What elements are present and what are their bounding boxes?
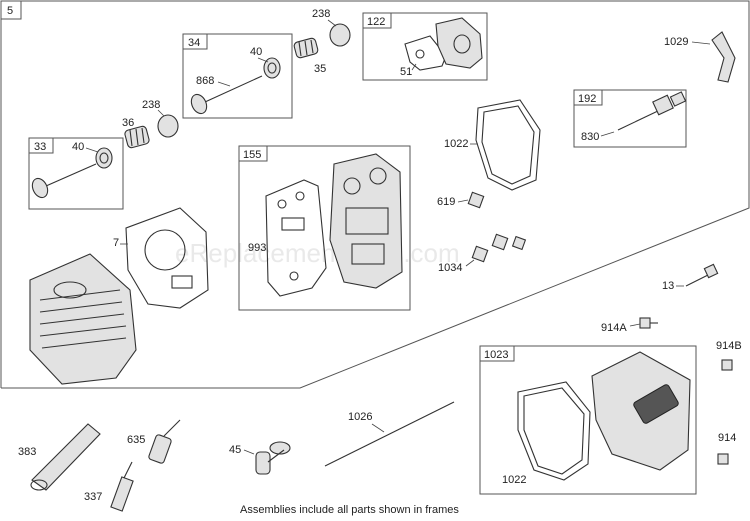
sheet-number: 5 [7,5,13,17]
sheet-border [0,0,750,389]
bolt-619-icon [467,191,485,209]
intake-gasket-icon [265,179,327,297]
ohv-rocker-cover-icon [591,351,691,471]
exhaust-spring-icon [124,125,150,149]
exhaust-spring-cap-icon [157,114,179,138]
label-993: 993 [248,242,266,254]
label-238a: 238 [312,8,330,20]
rocker-cover-gasket-icon [475,99,541,191]
label-1034: 1034 [438,262,462,274]
frame-33 [28,137,124,210]
frame-1023-label: 1023 [484,349,508,361]
fitting-icon [617,91,687,131]
diagram-caption: Assemblies include all parts shown in fr… [240,504,459,516]
breather-housing-icon [435,17,483,69]
screw-914b-icon [721,359,733,371]
spring-cap-icon [329,23,351,47]
exhaust-retainer-icon [95,147,113,169]
valve-retainer-icon [263,57,281,79]
frame-34-label: 34 [188,37,200,49]
label-1026: 1026 [348,411,372,423]
label-238b: 238 [142,99,160,111]
label-914a: 914A [601,322,627,334]
label-51: 51 [400,66,412,78]
label-45: 45 [229,444,241,456]
breather-gasket-icon [404,35,447,71]
frame-155-label: 155 [243,149,261,161]
label-383: 383 [18,446,36,458]
label-914: 914 [718,432,736,444]
label-40b: 40 [72,141,84,153]
bolt-13-icon [685,263,719,287]
frame-192-label: 192 [578,93,596,105]
exhaust-valve-icon [31,163,97,199]
rocker-arm-icon [711,31,736,83]
label-35: 35 [314,63,326,75]
spark-plug-icon [110,461,134,512]
screw-914-icon [717,453,729,465]
frame-122 [362,12,488,81]
nut-1034-icon [471,233,527,263]
label-868: 868 [196,75,214,87]
plug-cap-icon [148,419,181,464]
frame-192 [573,89,687,148]
cover-gasket-icon [517,381,591,481]
label-40a: 40 [250,46,262,58]
label-36: 36 [122,117,134,129]
screw-914a-icon [639,317,658,329]
spark-plug-boot-icon [30,423,101,491]
cylinder-head-icon [29,253,137,385]
head-gasket-icon [125,207,209,309]
label-635: 635 [127,434,145,446]
frame-33-label: 33 [34,141,46,153]
tappet-icon [255,441,291,475]
frame-155 [238,145,411,311]
push-rod-icon [324,401,455,467]
intake-valve-icon [190,75,263,115]
label-619: 619 [437,196,455,208]
head-plate-gasket-icon [329,153,403,289]
watermark: eReplacementParts.com [175,238,460,268]
frame-34 [182,33,293,119]
valve-spring-icon [293,37,319,59]
label-1029: 1029 [664,36,688,48]
label-7: 7 [113,237,119,249]
label-1022b: 1022 [502,474,526,486]
frame-1023 [479,345,697,495]
label-830: 830 [581,131,599,143]
label-337: 337 [84,491,102,503]
frame-122-label: 122 [367,16,385,28]
label-1022a: 1022 [444,138,468,150]
label-914b: 914B [716,340,742,352]
label-13: 13 [662,280,674,292]
